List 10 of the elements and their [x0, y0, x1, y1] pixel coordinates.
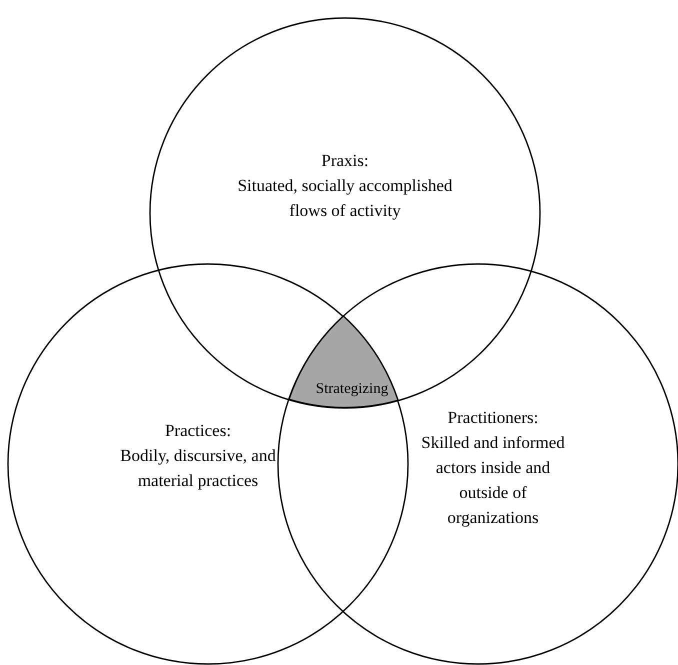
- circle-description: Bodily, discursive, and material practices: [119, 444, 277, 492]
- intersection-label: Strategizing: [314, 380, 390, 400]
- venn-intersection: [288, 316, 398, 408]
- circle-heading: Practitioners:: [446, 406, 540, 428]
- venn-circle: [8, 264, 408, 664]
- venn-circle: [150, 18, 540, 408]
- circle-heading: Praxis:: [320, 150, 370, 172]
- circle-description: Skilled and informed actors inside and outside of organizations: [420, 432, 566, 529]
- circle-heading: Practices:: [164, 420, 232, 442]
- circle-description: Situated, socially accomplished flows of activity: [236, 174, 454, 222]
